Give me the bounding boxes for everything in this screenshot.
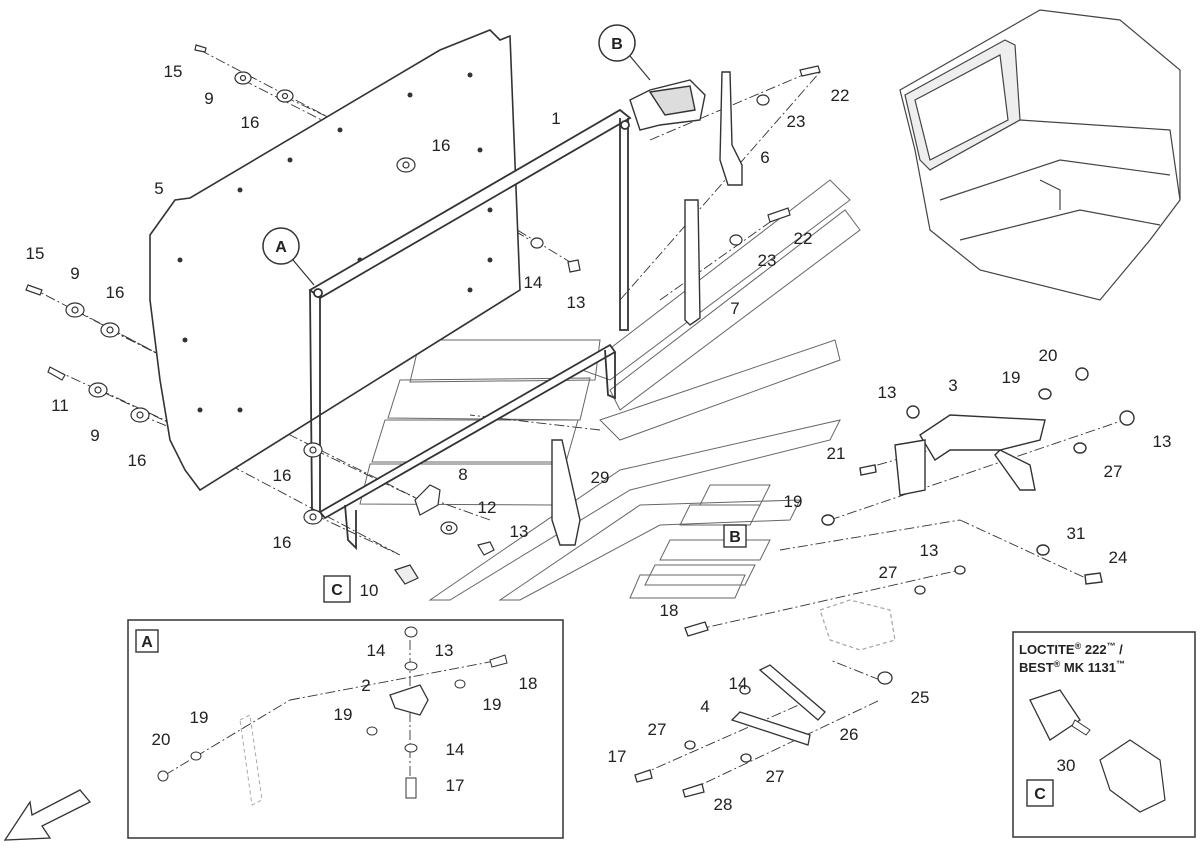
callout: 26 <box>840 725 859 744</box>
callout: 2 <box>361 676 370 695</box>
callout: 14 <box>729 674 748 693</box>
strap-part-29 <box>551 439 581 546</box>
box-label-c: C <box>323 575 351 603</box>
callout: 1 <box>551 109 560 128</box>
lower-strut-assembly <box>634 565 966 798</box>
callout: 8 <box>458 465 467 484</box>
callout: 27 <box>648 720 667 739</box>
circle-marker-b: B <box>598 24 651 81</box>
machine-cab-inset <box>899 9 1181 301</box>
callout: 21 <box>827 444 846 463</box>
box-label-a: A <box>135 629 159 653</box>
callout: 27 <box>766 767 785 786</box>
callout: 20 <box>1039 346 1058 365</box>
callout: 6 <box>760 148 769 167</box>
door-frame <box>308 108 632 551</box>
callout: 28 <box>714 795 733 814</box>
callout: 25 <box>911 688 930 707</box>
callout: 12 <box>478 498 497 517</box>
callout: 13 <box>1153 432 1172 451</box>
callout: 9 <box>204 89 213 108</box>
callout: 17 <box>446 776 465 795</box>
callout: 29 <box>591 468 610 487</box>
loctite-inset <box>1012 631 1196 838</box>
callout: 4 <box>700 697 709 716</box>
bracket-part-3 <box>821 367 1135 585</box>
svg-text:B: B <box>729 529 741 546</box>
box-label-c-inset: C <box>1026 779 1054 807</box>
callout: 3 <box>948 376 957 395</box>
callout: 13 <box>878 383 897 402</box>
callout: 22 <box>831 86 850 105</box>
callout: 16 <box>273 533 292 552</box>
loctite-line-1: LOCTITE® 222™ / <box>1019 641 1123 657</box>
callout: 15 <box>164 62 183 81</box>
svg-text:B: B <box>611 36 623 53</box>
callout: 23 <box>787 112 806 131</box>
direction-arrow-icon <box>3 789 92 841</box>
callout: 13 <box>435 641 454 660</box>
callout: 14 <box>367 641 386 660</box>
callout: 16 <box>273 466 292 485</box>
callout: 27 <box>1104 462 1123 481</box>
svg-text:C: C <box>1034 786 1046 803</box>
callout: 9 <box>90 426 99 445</box>
callout: 16 <box>241 113 260 132</box>
callout: 24 <box>1109 548 1128 567</box>
detail-inset-a <box>127 619 564 839</box>
box-label-b: B <box>723 524 747 548</box>
callout: 30 <box>1057 756 1076 775</box>
small-hardware <box>25 44 821 585</box>
callout: 31 <box>1067 524 1086 543</box>
svg-text:C: C <box>331 582 343 599</box>
callout: 13 <box>510 522 529 541</box>
back-panel <box>149 29 521 492</box>
callout: 10 <box>360 581 379 600</box>
callout: 9 <box>70 264 79 283</box>
callout: 16 <box>432 136 451 155</box>
callout: 15 <box>26 244 45 263</box>
callout: 19 <box>334 705 353 724</box>
callout: 20 <box>152 730 171 749</box>
circle-marker-a: A <box>262 227 315 286</box>
svg-text:A: A <box>141 634 153 651</box>
callout-numbers: 15 9 16 16 5 15 9 16 11 9 16 16 16 1 22 … <box>26 62 1172 814</box>
callout: 5 <box>154 179 163 198</box>
callout: 16 <box>106 283 125 302</box>
callout: 13 <box>567 293 586 312</box>
callout: 16 <box>128 451 147 470</box>
callout: 27 <box>879 563 898 582</box>
callout: 11 <box>51 396 69 415</box>
callout: 23 <box>758 251 777 270</box>
callout: 7 <box>730 299 739 318</box>
svg-text:A: A <box>275 239 287 256</box>
callout: 19 <box>483 695 502 714</box>
callout: 17 <box>608 747 627 766</box>
upper-hinge <box>629 71 743 326</box>
callout: 22 <box>794 229 813 248</box>
callout: 14 <box>446 740 465 759</box>
callout: 19 <box>190 708 209 727</box>
loctite-line-2: BEST® MK 1131™ <box>1019 659 1125 675</box>
callout: 14 <box>524 273 543 292</box>
callout: 19 <box>1002 368 1021 387</box>
callout: 18 <box>519 674 538 693</box>
callout: 19 <box>784 492 803 511</box>
callout: 18 <box>660 601 679 620</box>
callout: 13 <box>920 541 939 560</box>
